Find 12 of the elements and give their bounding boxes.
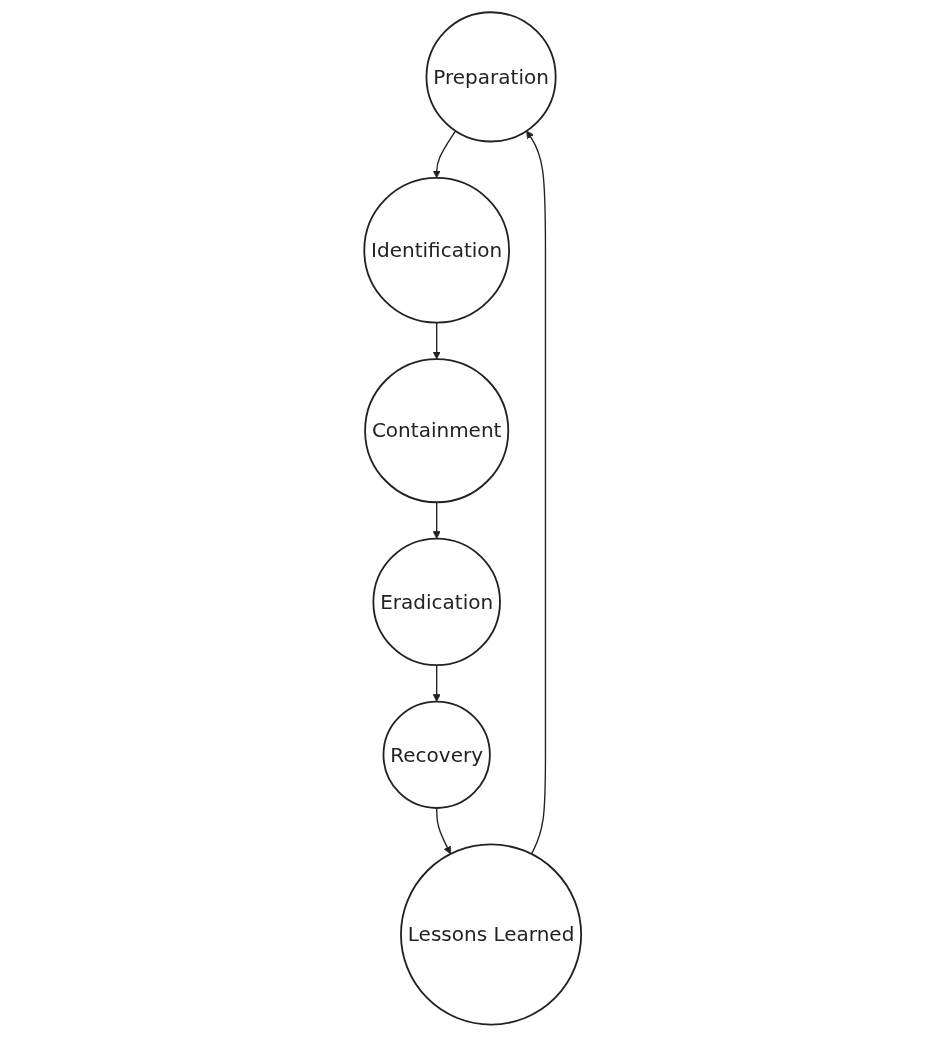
arrow xyxy=(432,664,441,702)
node-circle: Identification xyxy=(363,177,510,324)
arrow xyxy=(432,130,457,179)
node-circle: Recovery xyxy=(382,700,491,809)
arrow xyxy=(432,322,441,360)
arrow xyxy=(525,130,546,855)
arrow xyxy=(432,501,441,540)
node-circle: Preparation xyxy=(425,11,557,143)
arrow xyxy=(435,807,451,855)
node-circle: Containment xyxy=(363,358,509,504)
node-circle: Lessons Learned xyxy=(399,843,582,1026)
node-circle: Eradication xyxy=(372,537,501,667)
